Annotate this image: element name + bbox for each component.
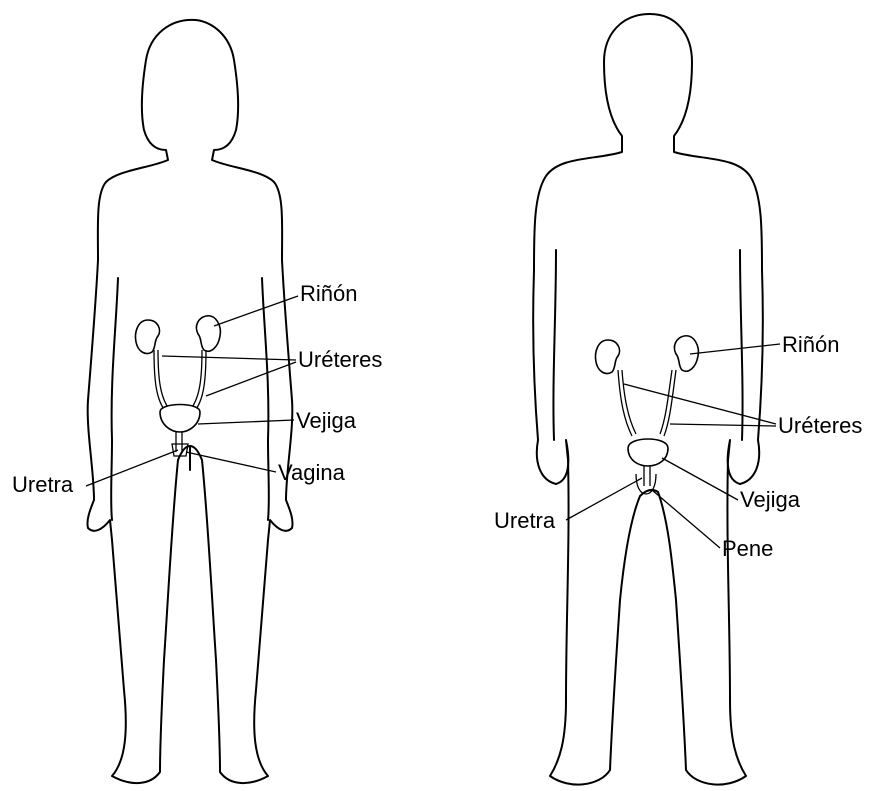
female-urethra-tube: [176, 432, 182, 452]
male-penis-leader: [652, 490, 720, 548]
male-leader-lines: [566, 344, 780, 548]
female-urethra-leader: [86, 450, 178, 486]
female-body-outline: [87, 20, 292, 783]
female-right-ureter: [190, 350, 206, 412]
female-left-ureter: [154, 350, 170, 412]
female-left-arm-inner: [111, 278, 118, 520]
female-vagina-leader: [186, 452, 276, 472]
female-right-kidney: [196, 316, 220, 351]
male-right-ureter: [660, 370, 676, 436]
male-left-arm-inner: [553, 250, 556, 440]
male-urethra-tube: [644, 466, 650, 486]
male-right-arm-inner: [740, 250, 743, 440]
female-ureters-label: Uréteres: [298, 347, 382, 372]
female-left-kidney: [136, 320, 160, 354]
male-urethra-leader: [566, 478, 642, 520]
male-left-kidney: [596, 340, 620, 374]
male-bladder: [628, 439, 668, 466]
female-kidney-label: Riñón: [300, 281, 357, 306]
female-vagina-label: Vagina: [278, 460, 346, 485]
male-urethra-label: Uretra: [494, 508, 556, 533]
male-bladder-leader: [662, 458, 738, 500]
female-right-arm-inner: [262, 278, 269, 520]
male-bladder-label: Vejiga: [740, 487, 801, 512]
female-figure: [87, 20, 292, 783]
male-figure: [533, 14, 763, 785]
male-ureters-label: Uréteres: [778, 413, 862, 438]
male-body-outline: [533, 14, 763, 785]
female-ureters-leader-a: [162, 356, 296, 360]
male-kidney-leader: [690, 344, 780, 354]
female-ureters-leader-b: [206, 362, 296, 396]
male-ureters-leader-a: [624, 384, 776, 424]
female-urethra-label: Uretra: [12, 472, 74, 497]
female-bladder-label: Vejiga: [296, 408, 357, 433]
male-kidney-label: Riñón: [782, 332, 839, 357]
female-leader-lines: [86, 296, 298, 486]
female-bladder-leader: [198, 420, 294, 424]
male-left-ureter: [618, 370, 636, 436]
male-penis-label: Pene: [722, 536, 773, 561]
female-bladder: [160, 405, 200, 433]
female-urinary-organs: [136, 316, 221, 456]
